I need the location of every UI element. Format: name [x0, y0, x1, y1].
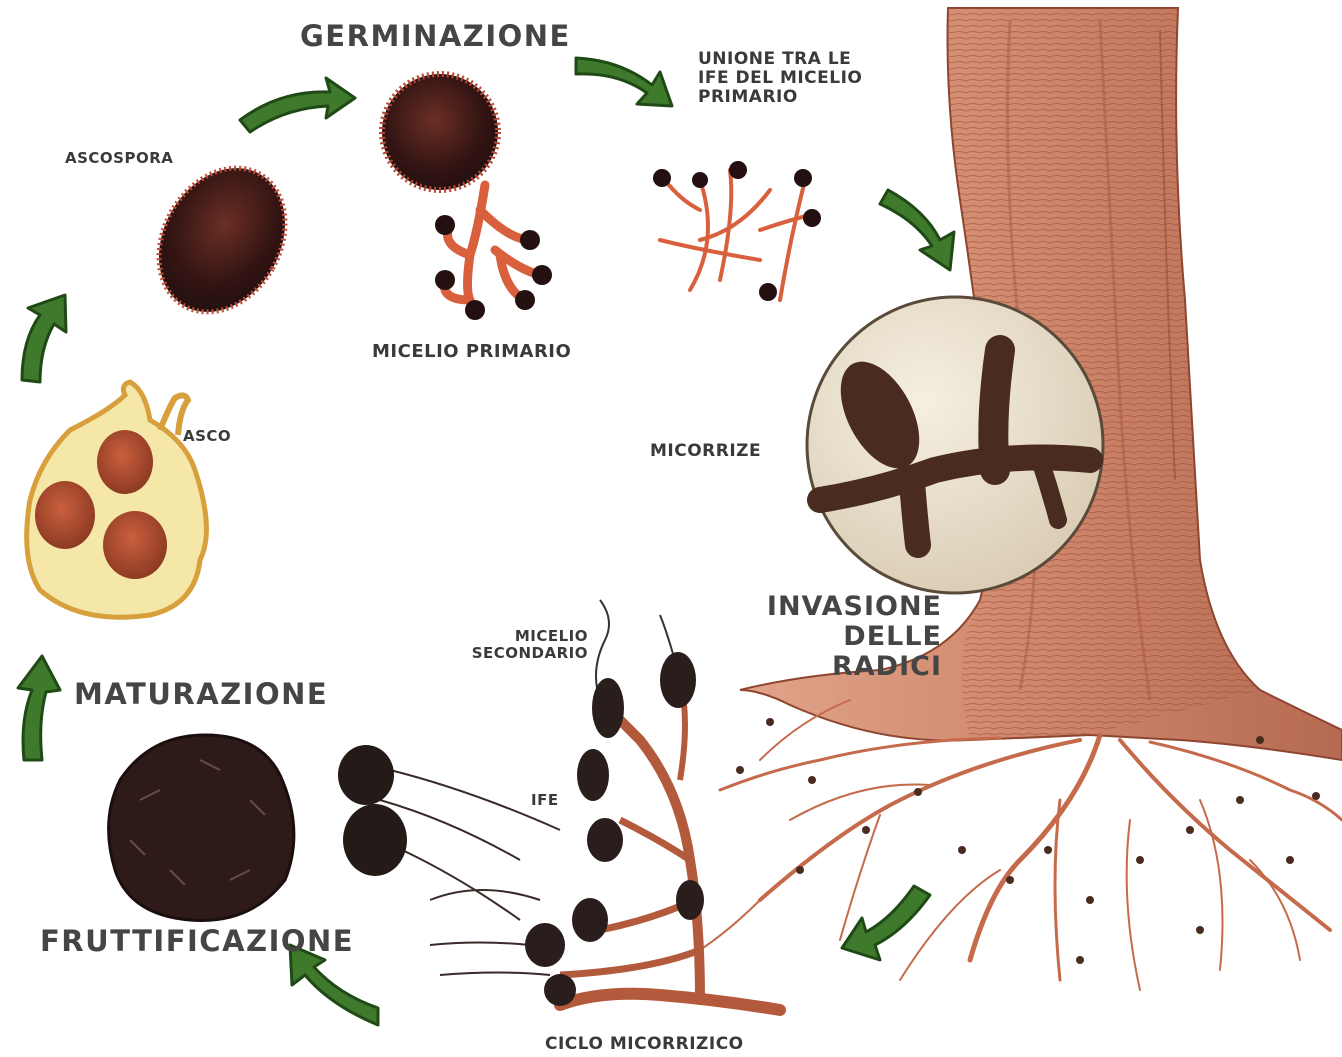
label-ife: IFE: [531, 792, 559, 809]
arrow-germinazione-to-unione: [576, 58, 672, 106]
joining-hyphae: [660, 170, 810, 300]
arrow-unione-to-radici: [880, 190, 954, 270]
arrow-asco-to-ascospora: [22, 295, 66, 382]
label-ascospora: ASCOSPORA: [65, 150, 173, 167]
label-germinazione: GERMINAZIONE: [300, 20, 571, 52]
arrow-radici-to-micelio: [842, 886, 930, 960]
label-asco: ASCO: [183, 428, 231, 445]
arrow-ascospora-to-germinazione: [240, 78, 355, 132]
label-micorrize: MICORRIZE: [650, 442, 761, 461]
label-invasione-radici: INVASIONE DELLE RADICI: [728, 592, 942, 683]
label-unione-ife: UNIONE TRA LE IFE DEL MICELIO PRIMARIO: [698, 50, 862, 107]
asco-sac: [27, 382, 207, 617]
mycorrhiza-magnifier: [807, 297, 1103, 593]
ascospora-spore: [134, 145, 310, 335]
label-micelio-secondario: MICELIO SECONDARIO: [428, 628, 588, 662]
label-ciclo-micorrizico: CICLO MICORRIZICO: [545, 1035, 744, 1054]
hyphae-tips: [653, 161, 821, 301]
truffle-fruiting-body: [109, 735, 294, 921]
label-maturazione: MATURAZIONE: [74, 678, 328, 710]
label-fruttificazione: FRUTTIFICAZIONE: [40, 925, 354, 957]
label-micelio-primario: MICELIO PRIMARIO: [372, 342, 571, 362]
root-tips: [736, 718, 1320, 964]
germinating-spore: [382, 74, 552, 320]
arrow-maturazione-up: [18, 656, 60, 760]
